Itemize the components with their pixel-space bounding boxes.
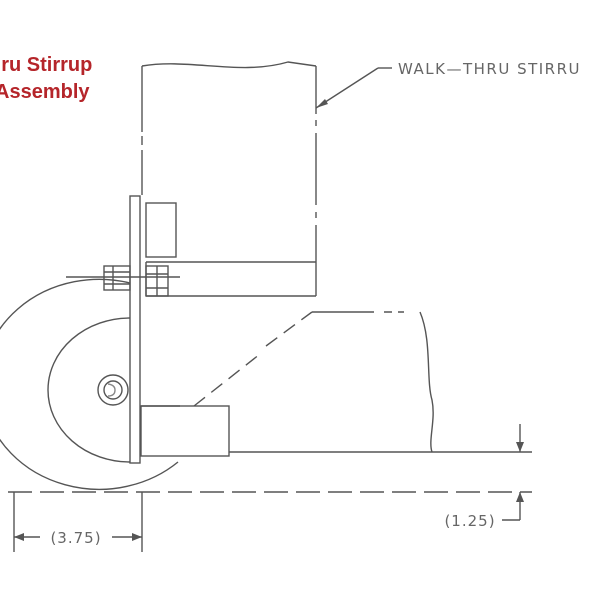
wheel-inner-rim xyxy=(47,317,131,463)
callout-leader xyxy=(315,67,392,109)
bolt-assembly xyxy=(66,265,180,297)
wheel xyxy=(0,278,179,490)
height-arrow-bottom xyxy=(516,492,524,502)
wheel-outer-rim xyxy=(0,278,179,490)
height-arrow-top xyxy=(516,442,524,452)
height-dimension-label: (1.25) xyxy=(444,512,495,530)
wheel-axle xyxy=(103,380,123,400)
title-line-1: hru Stirrup xyxy=(0,54,93,76)
lower-bracket-block xyxy=(140,405,230,457)
stirrup-post xyxy=(141,61,317,262)
upper-bracket-block xyxy=(145,202,177,258)
width-arrow-right xyxy=(132,533,142,541)
hidden-edge-2 xyxy=(265,311,313,347)
hidden-edge-1 xyxy=(193,353,261,407)
floor-break-line xyxy=(419,311,434,453)
left-nut xyxy=(103,265,131,291)
height-dimension xyxy=(502,424,524,521)
part-label: WALK—THRU STIRRU xyxy=(398,60,581,78)
clamp-bar xyxy=(145,261,317,297)
width-dimension xyxy=(13,492,143,552)
width-arrow-left xyxy=(14,533,24,541)
floor-structure xyxy=(8,311,532,493)
mounting-plate xyxy=(129,195,141,464)
title-line-2: Assembly xyxy=(0,81,90,103)
width-dimension-label: (3.75) xyxy=(50,529,101,547)
leader-arrowhead xyxy=(316,99,328,108)
post-break-line xyxy=(141,61,317,69)
axle-detail xyxy=(107,383,116,397)
wheel-hub xyxy=(97,374,129,406)
